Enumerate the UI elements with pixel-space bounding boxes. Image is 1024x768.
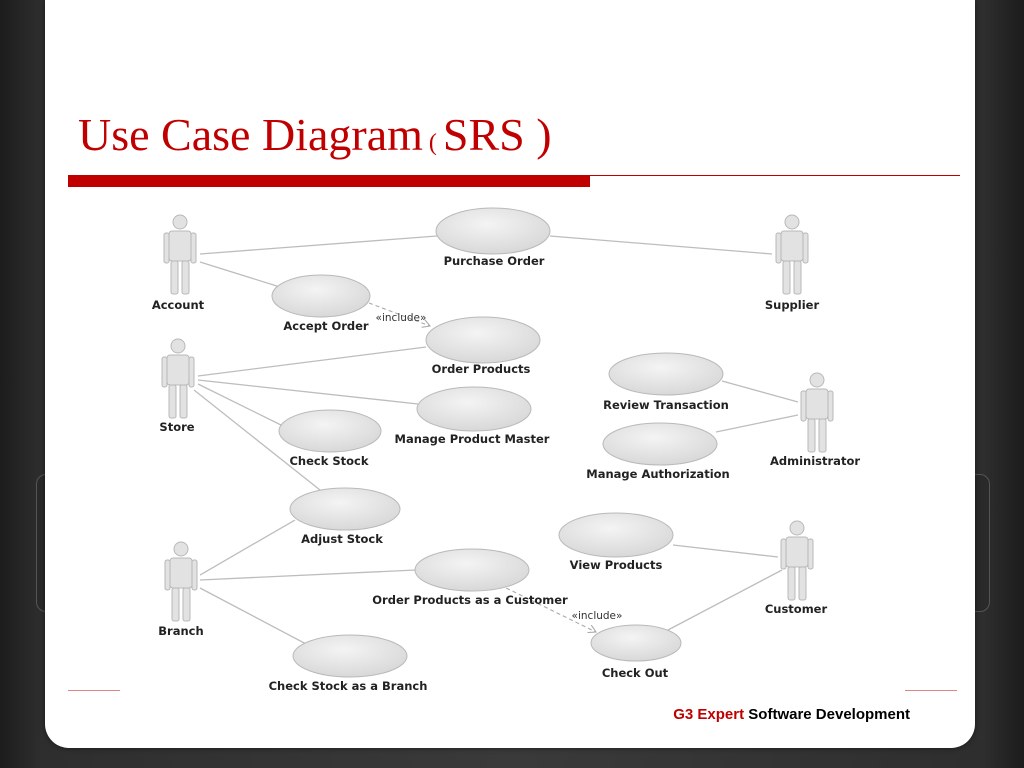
- associations: [193, 235, 799, 646]
- assoc-store-manage-product-master: [197, 379, 419, 405]
- actor-customer-figure: [780, 520, 814, 601]
- assoc-store-check-stock: [197, 383, 284, 427]
- title-rest: SRS ): [442, 109, 552, 160]
- actors: [161, 214, 834, 622]
- assoc-store-order-products: [197, 346, 427, 377]
- use-cases: [271, 207, 724, 678]
- actor-supplier-figure: [775, 214, 809, 295]
- use-case-check-out: [590, 624, 682, 662]
- assoc-customer-view-products: [672, 544, 779, 558]
- order-products-label: Order Products: [432, 362, 531, 376]
- assoc-supplier-purchase-order: [549, 235, 773, 255]
- accept-order-label: Accept Order: [283, 319, 369, 333]
- actor-customer-label: Customer: [765, 602, 828, 616]
- include-order-customer-to-check-out: [499, 584, 596, 632]
- assoc-branch-adjust-stock: [199, 519, 296, 576]
- slide-footer: G3 Expert Software Development: [540, 706, 910, 723]
- title-underline-thick: [68, 175, 590, 187]
- footer-text: Software Development: [748, 706, 910, 723]
- actor-branch-figure: [164, 541, 198, 622]
- check-stock-branch-label: Check Stock as a Branch: [269, 679, 428, 693]
- include-label-2: «include»: [572, 610, 623, 622]
- title-open-paren: (: [428, 130, 437, 156]
- slide-title: Use Case Diagram(SRS ): [78, 106, 552, 172]
- stereotype-labels: «include» «include»: [376, 312, 623, 622]
- actor-administrator-figure: [800, 372, 834, 453]
- order-products-customer-label: Order Products as a Customer: [372, 593, 568, 607]
- actor-supplier-label: Supplier: [765, 298, 820, 312]
- include-accept-to-order-products: [368, 302, 430, 326]
- use-case-order-products-customer: [414, 548, 530, 592]
- title-main: Use Case Diagram: [78, 109, 423, 160]
- assoc-branch-check-stock-branch: [199, 587, 309, 646]
- use-case-manage-product-master: [416, 386, 532, 432]
- manage-product-master-label: Manage Product Master: [395, 432, 550, 446]
- footer-line-left: [68, 690, 120, 691]
- assoc-account-purchase-order: [199, 235, 438, 255]
- footer-line-right: [905, 690, 957, 691]
- actor-store-label: Store: [159, 420, 194, 434]
- use-case-accept-order: [271, 274, 371, 318]
- title-underline-thin: [590, 175, 960, 176]
- use-case-purchase-order: [435, 207, 551, 255]
- actor-account-label: Account: [152, 298, 205, 312]
- include-label-1: «include»: [376, 312, 427, 324]
- use-case-check-stock: [278, 409, 382, 453]
- use-case-adjust-stock: [289, 487, 401, 531]
- assoc-branch-order-products-customer: [199, 569, 417, 581]
- check-stock-label: Check Stock: [289, 454, 368, 468]
- assoc-admin-review-transaction: [721, 380, 799, 403]
- use-case-manage-authorization: [602, 422, 718, 466]
- use-case-review-transaction: [608, 352, 724, 396]
- actor-branch-label: Branch: [158, 624, 203, 638]
- assoc-store-adjust-stock: [193, 389, 321, 491]
- actor-administrator-label: Administrator: [770, 454, 860, 468]
- check-out-label: Check Out: [602, 666, 669, 680]
- adjust-stock-label: Adjust Stock: [301, 532, 383, 546]
- assoc-admin-manage-authorization: [715, 414, 799, 433]
- review-transaction-label: Review Transaction: [603, 398, 729, 412]
- actor-account-figure: [163, 214, 197, 295]
- assoc-customer-check-out: [667, 569, 783, 631]
- view-products-label: View Products: [570, 558, 663, 572]
- use-case-labels: Purchase Order Accept Order Order Produc…: [269, 254, 730, 693]
- include-dependencies: [368, 302, 596, 632]
- use-case-order-products: [425, 316, 541, 364]
- footer-brand: G3 Expert: [673, 706, 745, 723]
- purchase-order-label: Purchase Order: [444, 254, 545, 268]
- manage-authorization-label: Manage Authorization: [586, 467, 729, 481]
- use-case-view-products: [558, 512, 674, 558]
- actor-labels: Account Supplier Store Administrator Bra…: [152, 298, 860, 638]
- assoc-account-accept-order: [199, 261, 281, 288]
- use-case-check-stock-branch: [292, 634, 408, 678]
- actor-store-figure: [161, 338, 195, 419]
